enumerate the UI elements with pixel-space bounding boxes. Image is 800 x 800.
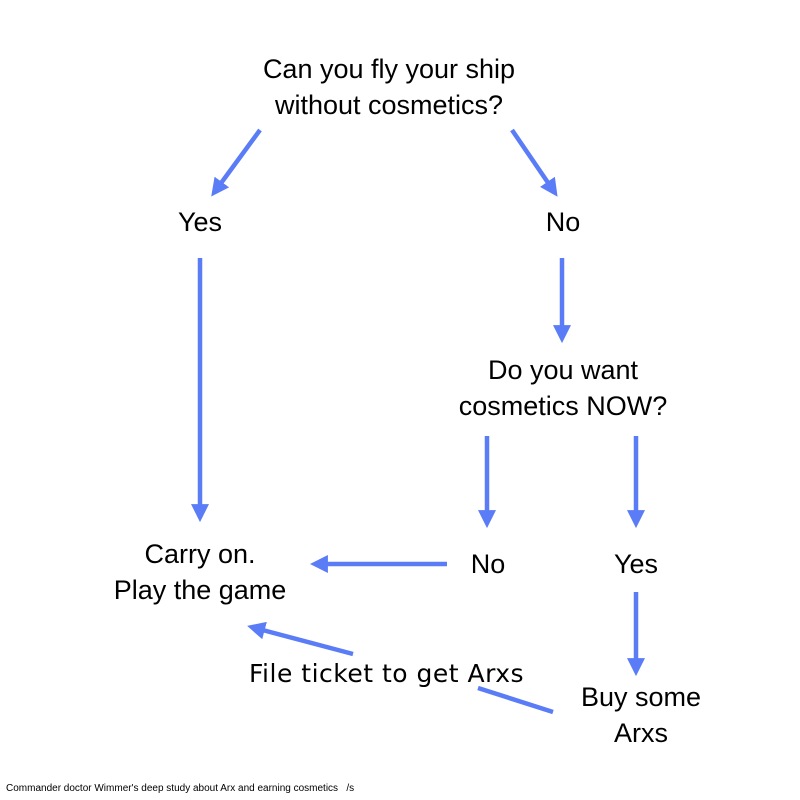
arrow-ticket-to-carry-on xyxy=(247,621,354,657)
arrow-root-to-yes xyxy=(211,128,262,197)
second-question: Do you want cosmetics NOW? xyxy=(459,352,668,424)
carry-on-line-2: Play the game xyxy=(113,575,287,605)
answer-no-bottom: No xyxy=(471,546,506,582)
answer-no-top-label: No xyxy=(545,207,581,237)
answer-no-bottom-label: No xyxy=(470,549,506,579)
second-question-line-2: cosmetics NOW? xyxy=(458,391,668,421)
footer-caption: Commander doctor Wimmer's deep study abo… xyxy=(6,783,355,794)
carry-on: Carry on. Play the game xyxy=(114,536,287,608)
buy-arxs-line-2: Arxs xyxy=(614,718,668,748)
arrow-root-to-no xyxy=(510,128,558,197)
root-question-line-1: Can you fly your ship xyxy=(262,54,516,84)
answer-yes-bottom: Yes xyxy=(614,546,658,582)
connector-buy-arxs-to-ticket xyxy=(477,685,554,715)
buy-arxs-line-1: Buy some xyxy=(580,682,702,712)
carry-on-line-1: Carry on. xyxy=(144,539,256,569)
answer-yes-bottom-label: Yes xyxy=(613,549,659,579)
root-question: Can you fly your ship without cosmetics? xyxy=(263,51,515,123)
answer-no-top: No xyxy=(546,204,581,240)
root-question-line-2: without cosmetics? xyxy=(274,90,504,120)
answer-yes-top: Yes xyxy=(178,204,222,240)
buy-arxs: Buy some Arxs xyxy=(581,679,701,751)
file-ticket-label: File ticket to get Arxs xyxy=(249,659,525,688)
answer-yes-top-label: Yes xyxy=(177,207,223,237)
second-question-line-1: Do you want xyxy=(487,355,639,385)
